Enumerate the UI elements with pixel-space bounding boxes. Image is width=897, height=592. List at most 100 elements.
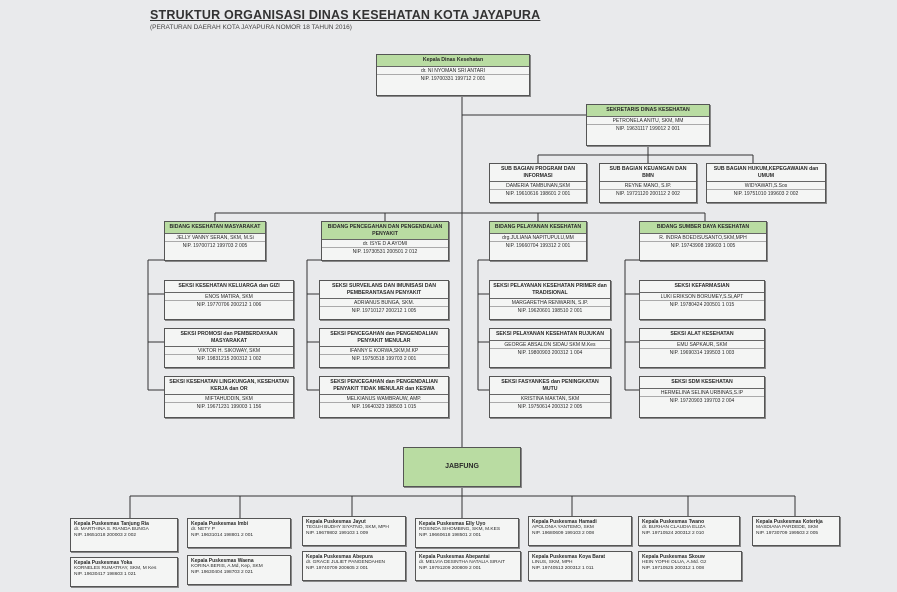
chart-title: STRUKTUR ORGANISASI DINAS KESEHATAN KOTA… — [150, 8, 541, 22]
box-puskesmas: Kepala Puskesmas Koterkja MASDIANA PARDE… — [752, 516, 840, 546]
box-bidang-sdk: BIDANG SUMBER DAYA KESEHATAN R. INDRA BO… — [639, 221, 767, 261]
puskesmas-name: KORINA BERIS, A.Md, Kep, SKM — [191, 564, 263, 570]
puskesmas-name: dr. NETY P — [191, 527, 215, 533]
puskesmas-title: Kepala Puskesmas Skouw — [642, 554, 705, 560]
puskesmas-nip: NIP. 19730709 199503 2 005 — [756, 531, 819, 537]
box-jabfung: JABFUNG — [403, 447, 521, 487]
box-seksi: SEKSI SDM KESEHATAN HERMELINA SELINA URB… — [639, 376, 765, 418]
seksi-title: SEKSI KESEHATAN KELUARGA dan GIZI — [165, 281, 293, 293]
seksi-title: SEKSI ALAT KESEHATAN — [640, 329, 764, 341]
box-puskesmas: Kepala Puskesmas Yoka KORNELES RUMATRAY,… — [70, 557, 178, 587]
kepala-title: Kepala Dinas Kesehatan — [377, 55, 529, 67]
seksi-title: SEKSI SDM KESEHATAN — [640, 377, 764, 389]
box-puskesmas: Kepala Puskesmas Skouw HEIN YOPHI OLUA, … — [638, 551, 742, 581]
seksi-nip: NIP. 19620601 198510 2 001 — [517, 308, 583, 315]
subbagian-name: REYNE MANO, S.IP. — [600, 182, 696, 191]
bidang-title: BIDANG SUMBER DAYA KESEHATAN — [640, 222, 766, 234]
puskesmas-nip: NIP. 19710525 200312 1 008 — [642, 566, 705, 572]
box-puskesmas: Kepala Puskesmas Jayut TEGUH BUDHY SIYAT… — [302, 516, 406, 546]
puskesmas-nip: NIP. 19660618 198501 2 001 — [419, 533, 482, 539]
seksi-name: EMU SAPKAUR, SKM — [640, 341, 764, 349]
subbagian-title: SUB BAGIAN HUKUM,KEPEGAWAIAN dan UMUM — [707, 164, 825, 182]
bidang-title: BIDANG KESEHATAN MASYARAKAT — [165, 222, 265, 234]
puskesmas-name: MASDIANA PARDEDE, SKM — [756, 525, 819, 531]
seksi-nip: NIP. 19770706 200212 1 006 — [196, 301, 262, 308]
seksi-nip: NIP. 19780424 200501 1 015 — [669, 301, 735, 308]
puskesmas-title: Kepala Puskesmas Yoka — [74, 560, 133, 566]
seksi-title: SEKSI PENCEGAHAN dan PENGENDALIAN PENYAK… — [320, 377, 448, 395]
box-seksi: SEKSI KESEHATAN KELUARGA dan GIZI ENOS M… — [164, 280, 294, 320]
puskesmas-title: Kepala Puskesmas Imbi — [191, 521, 248, 527]
sekretaris-title: SEKRETARIS DINAS KESEHATAN — [587, 105, 709, 117]
puskesmas-nip: NIP. 19740709 200605 2 001 — [306, 566, 369, 572]
puskesmas-title: Kepala Puskesmas Elly Uyo — [419, 521, 486, 527]
seksi-name: LUKI ERIKSON BORUMEY,S.Si,APT — [640, 293, 764, 301]
puskesmas-name: APOLONIA YANTEMO, SKM — [532, 525, 594, 531]
box-puskesmas: Kepala Puskesmas Elly Uyo ROSINDA SIHOMB… — [415, 518, 519, 548]
puskesmas-nip: NIP. 19740513 200312 1 011 — [532, 566, 594, 572]
kepala-nip: NIP. 19700331 199712 2 001 — [420, 75, 486, 82]
seksi-name: MARGARETHA RENWARIN, S.IP. — [490, 299, 610, 308]
box-seksi: SEKSI SURVEILANS DAN IMUNISASI DAN PEMBE… — [319, 280, 449, 320]
box-seksi: SEKSI PELAYANAN KESEHATAN PRIMER dan TRA… — [489, 280, 611, 320]
puskesmas-name: dr. BURHAN CLAUDIA ELIZA — [642, 525, 706, 531]
bidang-name: R. INDRA BOEDISUSANTO,SKM,MPH — [640, 234, 766, 242]
puskesmas-title: Kepala Puskesmas Abepura — [306, 554, 373, 560]
subbagian-title: SUB BAGIAN KEUANGAN DAN BMN — [600, 164, 696, 182]
box-subbagian-keuangan: SUB BAGIAN KEUANGAN DAN BMN REYNE MANO, … — [599, 163, 697, 203]
box-seksi: SEKSI ALAT KESEHATAN EMU SAPKAUR, SKM NI… — [639, 328, 765, 368]
subbagian-name: DAMERIA TAMBUNAN,SKM — [490, 182, 586, 191]
sekretaris-nip: NIP. 19631117 199012 2 001 — [616, 125, 680, 132]
seksi-name: KRISTINA MAKTAN, SKM — [490, 395, 610, 404]
bidang-nip: NIP. 19700712 199703 2 005 — [182, 242, 248, 249]
seksi-title: SEKSI KEFARMASIAN — [640, 281, 764, 293]
seksi-title: SEKSI SURVEILANS DAN IMUNISASI DAN PEMBE… — [320, 281, 448, 299]
seksi-name: MELKIANUS WAMBRAUW, AMP. — [320, 395, 448, 404]
puskesmas-nip: NIP. 19631014 198801 2 001 — [191, 533, 254, 539]
seksi-nip: NIP. 19750614 200312 2 005 — [517, 404, 583, 411]
box-seksi: SEKSI PENCEGAHAN dan PENGENDALIAN PENYAK… — [319, 376, 449, 418]
bidang-name: dr. ISYE D A AYOMI — [322, 240, 448, 249]
bidang-name: drg.JULIANA NAPITUPULU,MM — [490, 234, 586, 242]
seksi-title: SEKSI PELAYANAN KESEHATAN PRIMER dan TRA… — [490, 281, 610, 299]
puskesmas-nip: NIP. 19630417 198603 1 021 — [74, 572, 137, 578]
puskesmas-title: Kepala Puskesmas Waena — [191, 558, 254, 564]
box-puskesmas: Kepala Puskesmas Twano dr. BURHAN CLAUDI… — [638, 516, 740, 546]
seksi-nip: NIP. 19710127 200212 1 005 — [351, 308, 417, 315]
seksi-nip: NIP. 19831215 200312 1 002 — [196, 356, 262, 363]
puskesmas-title: Kepala Puskesmas Koterkja — [756, 519, 823, 525]
subbagian-nip: NIP. 19721120 200112 2 002 — [616, 191, 680, 198]
seksi-name: ADRIANUS BUNGA, SKM. — [320, 299, 448, 308]
puskesmas-title: Kepala Puskesmas Twano — [642, 519, 705, 525]
bidang-title: BIDANG PELAYANAN KESEHATAN — [490, 222, 586, 234]
seksi-name: HERMELINA SELINA URBINAS,S.IP — [640, 389, 764, 397]
box-puskesmas: Kepala Puskesmas Imbi dr. NETY P NIP. 19… — [187, 518, 291, 548]
seksi-title: SEKSI KESEHATAN LINGKUNGAN, KESEHATAN KE… — [165, 377, 293, 395]
seksi-title: SEKSI PENCEGAHAN dan PENGENDALIAN PENYAK… — [320, 329, 448, 347]
seksi-nip: NIP. 19671231 199003 1 156 — [196, 404, 262, 411]
seksi-nip: NIP. 19750518 199703 2 001 — [351, 356, 417, 363]
subbagian-nip: NIP. 19751010 199603 2 002 — [733, 191, 799, 198]
puskesmas-nip: NIP. 19679802 199103 1 009 — [306, 531, 369, 537]
box-puskesmas: Kepala Puskesmas Abepura dr. GRACE JULIE… — [302, 551, 406, 581]
box-sekretaris: SEKRETARIS DINAS KESEHATAN PETRONELA ANI… — [586, 104, 710, 146]
seksi-nip: NIP. 19800903 200312 1 004 — [517, 349, 583, 356]
box-bidang-p2p: BIDANG PENCEGAHAN DAN PENGENDALIAN PENYA… — [321, 221, 449, 261]
puskesmas-nip: NIP. 19630404 198703 2 021 — [191, 570, 254, 576]
bidang-nip: NIP. 19743908 199603 1 005 — [670, 242, 736, 249]
sekretaris-name: PETRONELA ANITU, SKM, MM — [587, 117, 709, 125]
box-puskesmas: Kepala Puskesmas Koya Barat LINUS, SKM, … — [528, 551, 632, 581]
box-puskesmas: Kepala Puskesmas Abepantai dr. MELVIA DE… — [415, 551, 521, 581]
box-seksi: SEKSI FASYANKES dan PENINGKATAN MUTU KRI… — [489, 376, 611, 418]
puskesmas-title: Kepala Puskesmas Hamadi — [532, 519, 597, 525]
box-puskesmas: Kepala Puskesmas Hamadi APOLONIA YANTEMO… — [528, 516, 632, 546]
seksi-nip: NIP. 19690314 199503 1 003 — [669, 349, 735, 356]
puskesmas-name: TEGUH BUDHY SIYATNO, SKM, MPH — [306, 525, 389, 531]
bidang-nip: NIP. 19660704 199312 2 001 — [505, 242, 571, 249]
bidang-title: BIDANG PENCEGAHAN DAN PENGENDALIAN PENYA… — [322, 222, 448, 240]
puskesmas-name: ROSINDA SIHOMBING, SKM, M.KES — [419, 527, 501, 533]
puskesmas-title: Kepala Puskesmas Tanjung Ria — [74, 521, 149, 527]
box-seksi: SEKSI PENCEGAHAN dan PENGENDALIAN PENYAK… — [319, 328, 449, 368]
box-puskesmas: Kepala Puskesmas Waena KORINA BERIS, A.M… — [187, 555, 291, 585]
